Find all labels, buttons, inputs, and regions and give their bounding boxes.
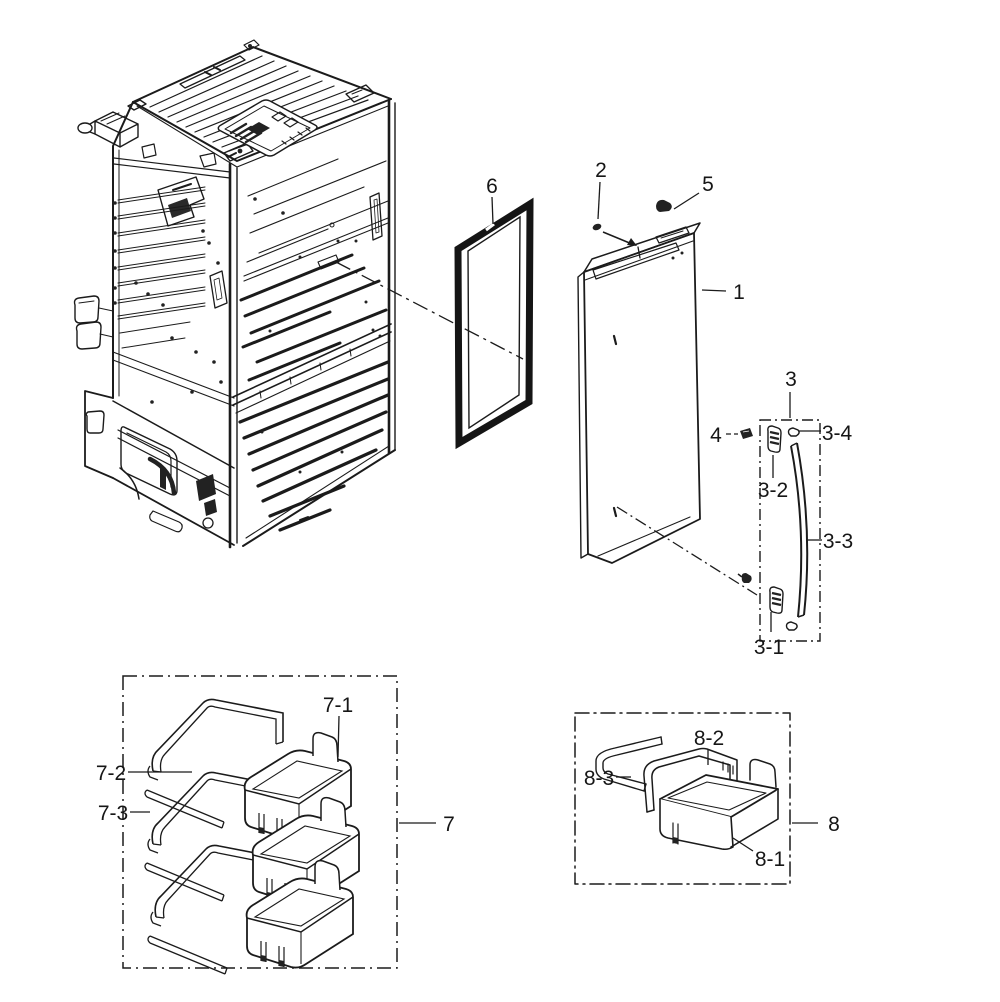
top-left-fittings bbox=[77, 39, 375, 162]
box-7-dashed-border bbox=[122, 675, 398, 969]
door-bin-8-1 bbox=[659, 758, 779, 851]
callout-2: 2 bbox=[595, 159, 607, 182]
door-gasket-drawing bbox=[454, 197, 534, 450]
assembly-line-handle bbox=[616, 506, 758, 596]
handle-cap-3-4 bbox=[787, 427, 800, 437]
callout-8: 8 bbox=[828, 813, 840, 836]
interior-upper-compartment bbox=[239, 158, 389, 382]
handle-assembly-dashed-box bbox=[759, 419, 821, 642]
leader-lines bbox=[128, 181, 822, 852]
callout-7: 7 bbox=[443, 813, 455, 836]
callout-8-3: 8-3 bbox=[584, 767, 614, 790]
callout-3: 3 bbox=[785, 368, 797, 391]
bottom-drawer-unit bbox=[117, 426, 231, 533]
callout-3-4: 3-4 bbox=[822, 422, 853, 445]
screw-2 bbox=[592, 223, 602, 231]
callout-4: 4 bbox=[710, 424, 722, 447]
refrigerator-cabinet-drawing bbox=[73, 39, 396, 549]
arrowhead bbox=[627, 238, 637, 246]
left-tabs bbox=[73, 295, 114, 434]
callout-8-1: 8-1 bbox=[755, 848, 785, 871]
interior-freezer-compartment bbox=[238, 360, 390, 532]
door-bin-assembly-7-group bbox=[122, 675, 398, 975]
callout-7-3: 7-3 bbox=[98, 802, 128, 825]
compartment-divider bbox=[232, 323, 392, 414]
handle-bracket-3-1 bbox=[768, 585, 785, 615]
handle-assembly-group bbox=[759, 419, 821, 642]
screw-lower bbox=[741, 573, 752, 583]
callout-6: 6 bbox=[486, 175, 498, 198]
handle-bar-inner bbox=[796, 442, 809, 616]
assembly-line-gasket bbox=[335, 261, 524, 360]
box-8-dashed-border bbox=[574, 712, 791, 885]
left-face-details bbox=[112, 143, 235, 407]
callout-8-2: 8-2 bbox=[694, 727, 724, 750]
door-bin-assembly-8-group bbox=[574, 712, 791, 885]
handle-bracket-3-2 bbox=[766, 424, 783, 454]
cap-5 bbox=[656, 199, 672, 212]
cabinet-outline bbox=[84, 46, 396, 549]
handle-bar-outer bbox=[790, 445, 803, 618]
fasteners bbox=[592, 199, 753, 583]
control-panel bbox=[217, 99, 318, 157]
callout-3-1: 3-1 bbox=[754, 636, 784, 659]
callout-7-1: 7-1 bbox=[323, 694, 353, 717]
fridge-door-drawing bbox=[577, 222, 701, 564]
callout-1: 1 bbox=[733, 281, 745, 304]
screw-hole-dots bbox=[113, 201, 223, 404]
callout-3-2: 3-2 bbox=[758, 479, 788, 502]
callout-3-3: 3-3 bbox=[823, 530, 853, 553]
callout-7-2: 7-2 bbox=[96, 762, 126, 785]
screw-4 bbox=[740, 428, 753, 439]
callout-5: 5 bbox=[702, 173, 714, 196]
handle-cap-bottom bbox=[785, 621, 798, 631]
